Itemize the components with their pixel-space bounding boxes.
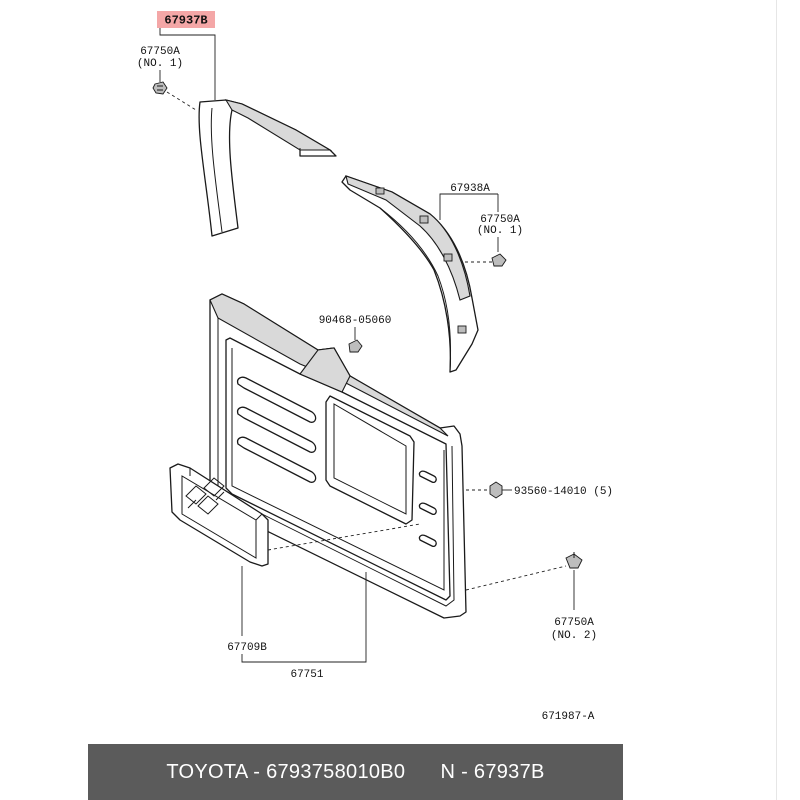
part-label-93560-14010[interactable]: 93560-14010 (5) bbox=[514, 486, 613, 498]
back-door-panel-67751 bbox=[209, 293, 467, 619]
part-label-67750a-right-no[interactable]: (NO. 1) bbox=[477, 225, 523, 237]
dashed-leader-clip-bottom bbox=[465, 565, 567, 591]
part-label-67709b[interactable]: 67709B bbox=[227, 642, 267, 654]
part-label-67937b[interactable]: 67937B bbox=[164, 14, 207, 28]
quarter-trim-67938a bbox=[341, 175, 479, 373]
part-label-67750a-bottom[interactable]: 67750A bbox=[554, 617, 594, 629]
leader-67937b bbox=[159, 28, 216, 100]
pocket-67709b bbox=[169, 463, 269, 567]
bolt-icon bbox=[348, 339, 363, 353]
footer-bar: TOYOTA - 6793758010B0 N - 67937B bbox=[88, 744, 623, 800]
clip-icon-bottom bbox=[565, 552, 583, 569]
part-label-67938a[interactable]: 67938A bbox=[450, 183, 490, 195]
pillar-trim-67937b bbox=[198, 99, 337, 237]
footer-part-info: TOYOTA - 6793758010B0 N - 67937B bbox=[166, 760, 545, 783]
dashed-leader-pocket bbox=[267, 523, 421, 551]
diagram-id: 671987-A bbox=[542, 711, 595, 723]
part-label-67751[interactable]: 67751 bbox=[290, 669, 323, 681]
part-label-67750a-right[interactable]: 67750A bbox=[480, 214, 520, 226]
dashed-leader-clip-top bbox=[166, 91, 197, 111]
leader-67751 bbox=[241, 572, 367, 663]
part-label-67750a-top[interactable]: 67750A bbox=[140, 46, 180, 58]
clip-icon-right bbox=[491, 253, 507, 267]
highlight-part-label-background bbox=[157, 11, 215, 28]
part-label-90468-05060[interactable]: 90468-05060 bbox=[319, 315, 392, 327]
leader-67938a bbox=[439, 193, 498, 220]
part-label-67750a-top-no[interactable]: (NO. 1) bbox=[137, 58, 183, 70]
page-edge-divider bbox=[776, 0, 777, 800]
part-label-67750a-bottom-no[interactable]: (NO. 2) bbox=[551, 630, 597, 642]
screw-icon bbox=[489, 481, 503, 499]
clip-icon-top-left bbox=[152, 81, 168, 95]
